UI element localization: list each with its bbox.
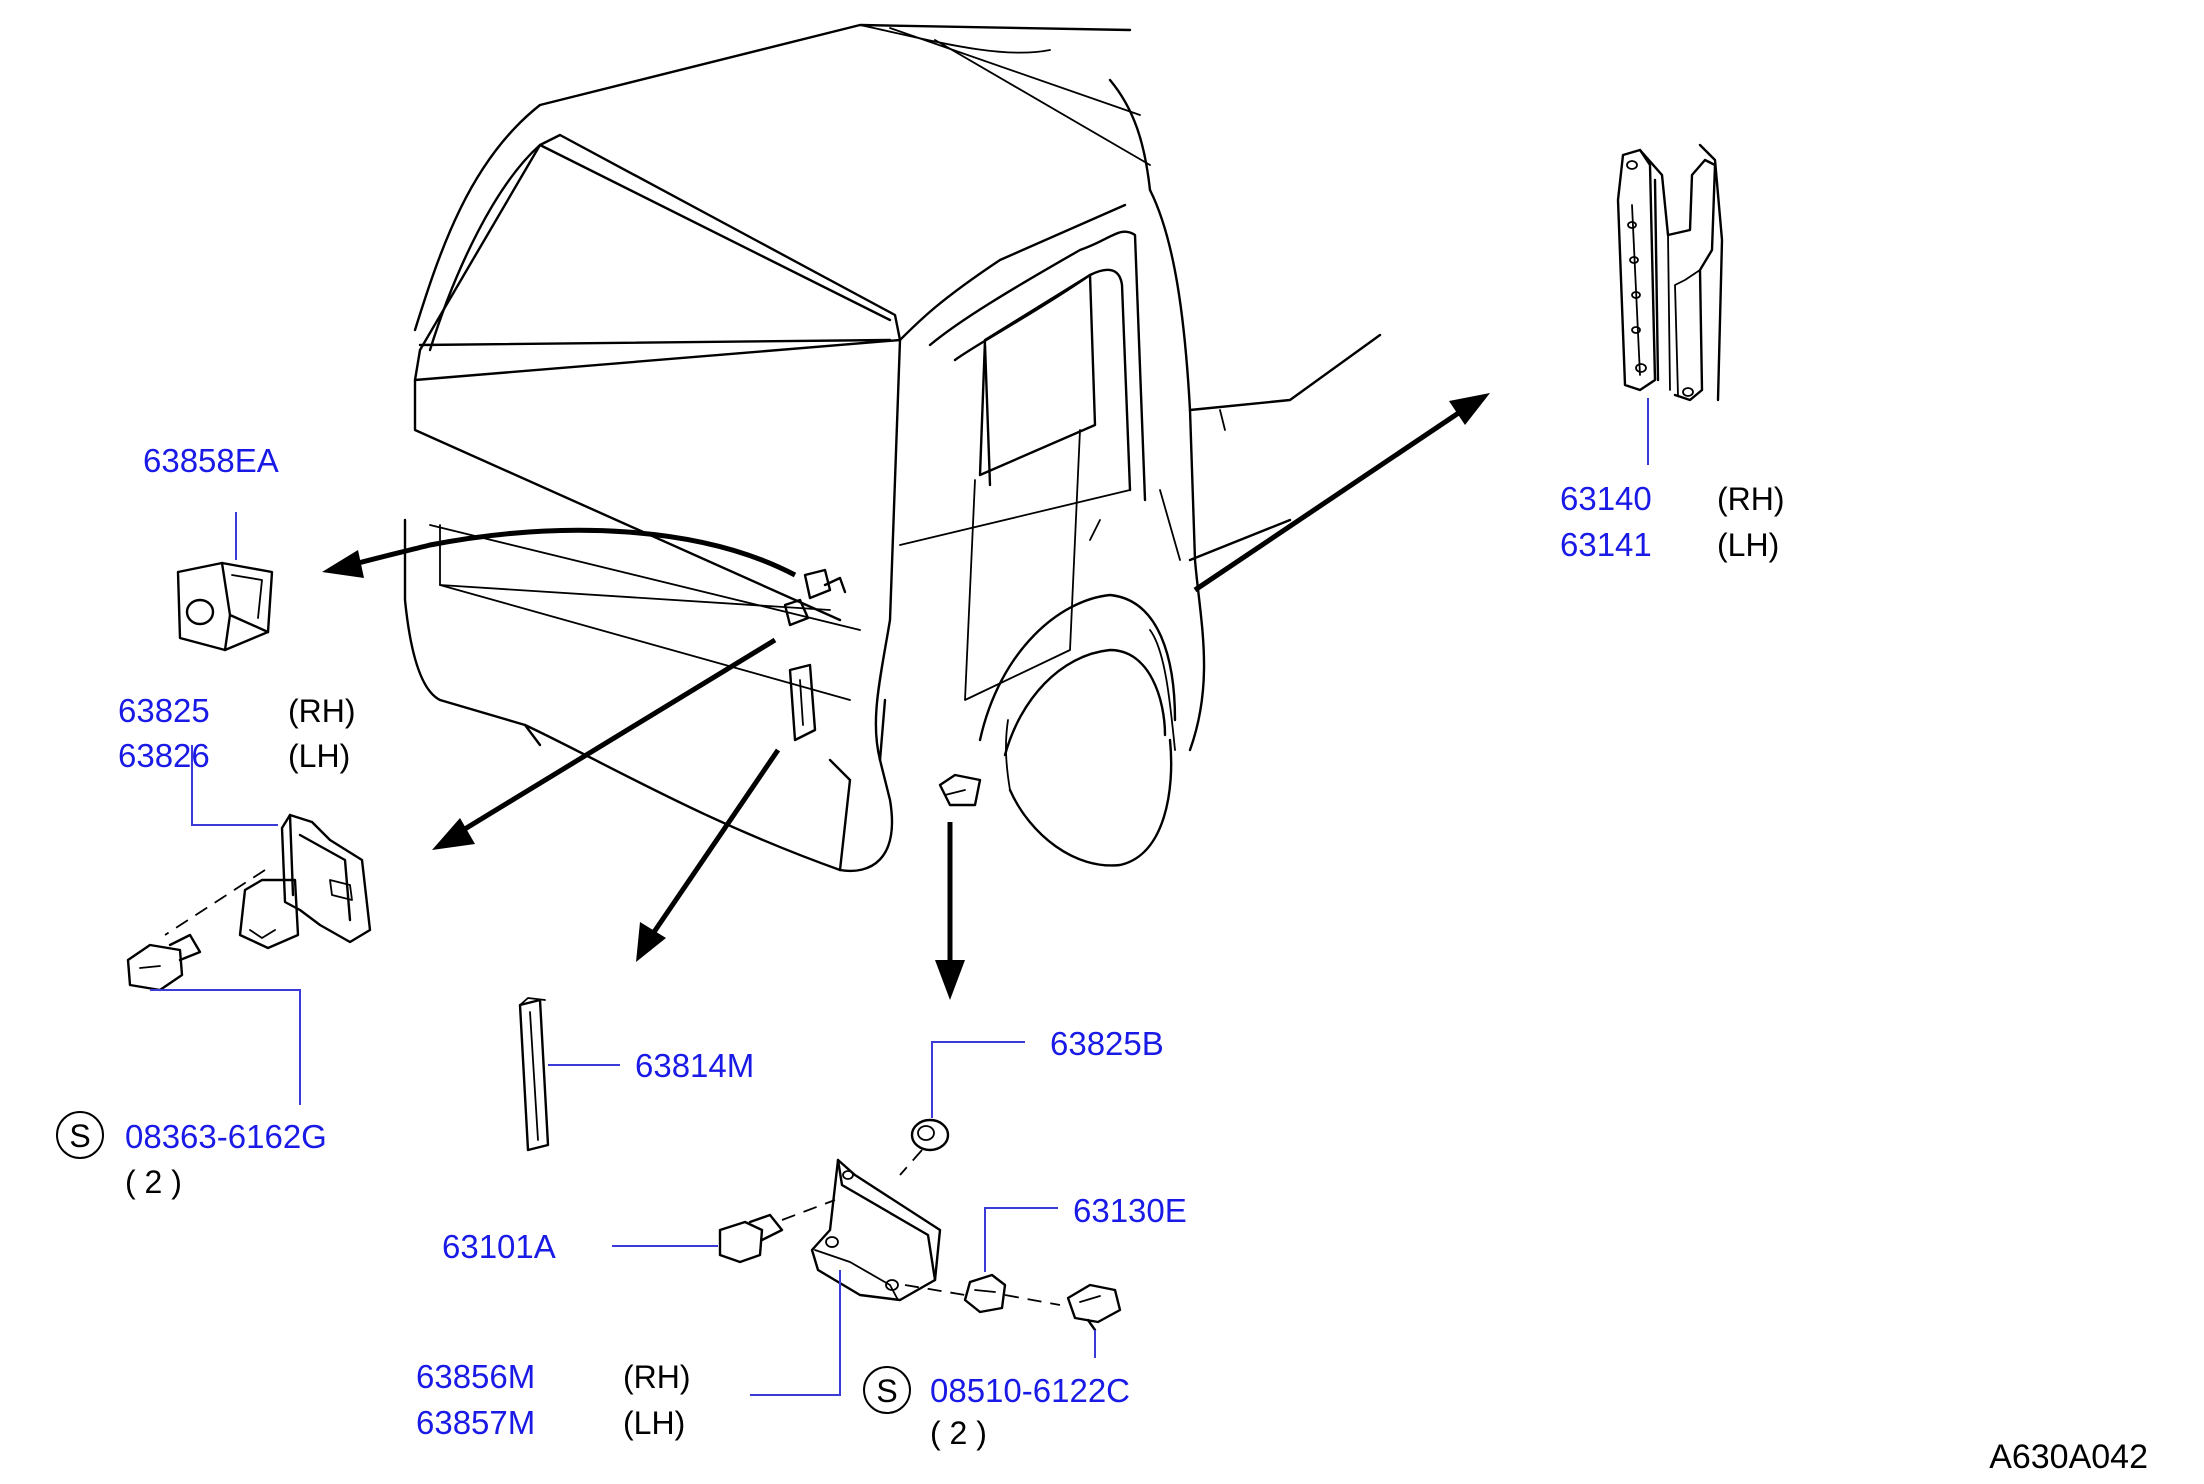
part-clip-63858EA xyxy=(176,512,274,652)
part-clipnut-63130E xyxy=(904,1207,1061,1314)
part-strip-63814M xyxy=(518,997,620,1152)
callout-08363-qty: ( 2 ) xyxy=(125,1164,182,1200)
callout-63825B-part: 63825B xyxy=(1050,1025,1164,1062)
callout-63856M-part: 63856M xyxy=(416,1358,535,1395)
callout-63140-note: (RH) xyxy=(1717,481,1785,517)
standard-part-symbol xyxy=(56,1111,104,1159)
callout-63141-note: (LH) xyxy=(1717,527,1779,563)
callout-labels: 63858EA 63825 (RH) 63826 (LH) S 08363-61… xyxy=(56,442,2148,1476)
callout-08510-qty: ( 2 ) xyxy=(930,1415,987,1451)
callout-63856M-note: (RH) xyxy=(623,1359,691,1395)
callout-63814M-part: 63814M xyxy=(635,1047,754,1084)
callout-63140-part: 63140 xyxy=(1560,480,1652,517)
part-grommet-63825B xyxy=(899,1041,1025,1176)
callout-08363-symbol: S xyxy=(69,1118,90,1154)
part-bracket-63825 xyxy=(126,745,372,1105)
part-screw-08510 xyxy=(1066,1283,1122,1358)
part-bolt-63101A xyxy=(612,1199,836,1264)
callout-63101A-part: 63101A xyxy=(442,1228,556,1265)
callout-63130E-part: 63130E xyxy=(1073,1192,1187,1229)
callout-63826-part: 63826 xyxy=(118,737,210,774)
callout-63857M-note: (LH) xyxy=(623,1405,685,1441)
callout-63826-note: (LH) xyxy=(288,738,350,774)
callout-63858EA-part: 63858EA xyxy=(143,442,279,479)
part-bracket-63856M xyxy=(750,1158,942,1396)
pointer-arrows xyxy=(322,393,1490,1000)
truck-cab-drawing xyxy=(403,23,1382,873)
callout-63857M-part: 63857M xyxy=(416,1404,535,1441)
callout-08510-part: 08510-6122C xyxy=(930,1372,1130,1409)
callout-63825-part: 63825 xyxy=(118,692,210,729)
callout-08363-part: 08363-6162G xyxy=(125,1118,327,1155)
callout-63825-note: (RH) xyxy=(288,693,356,729)
callout-08510-symbol: S xyxy=(876,1373,897,1409)
callout-63141-part: 63141 xyxy=(1560,526,1652,563)
standard-part-symbol xyxy=(863,1366,911,1414)
part-pillar-63140 xyxy=(1616,143,1724,465)
drawing-code: A630A042 xyxy=(1989,1438,2148,1476)
